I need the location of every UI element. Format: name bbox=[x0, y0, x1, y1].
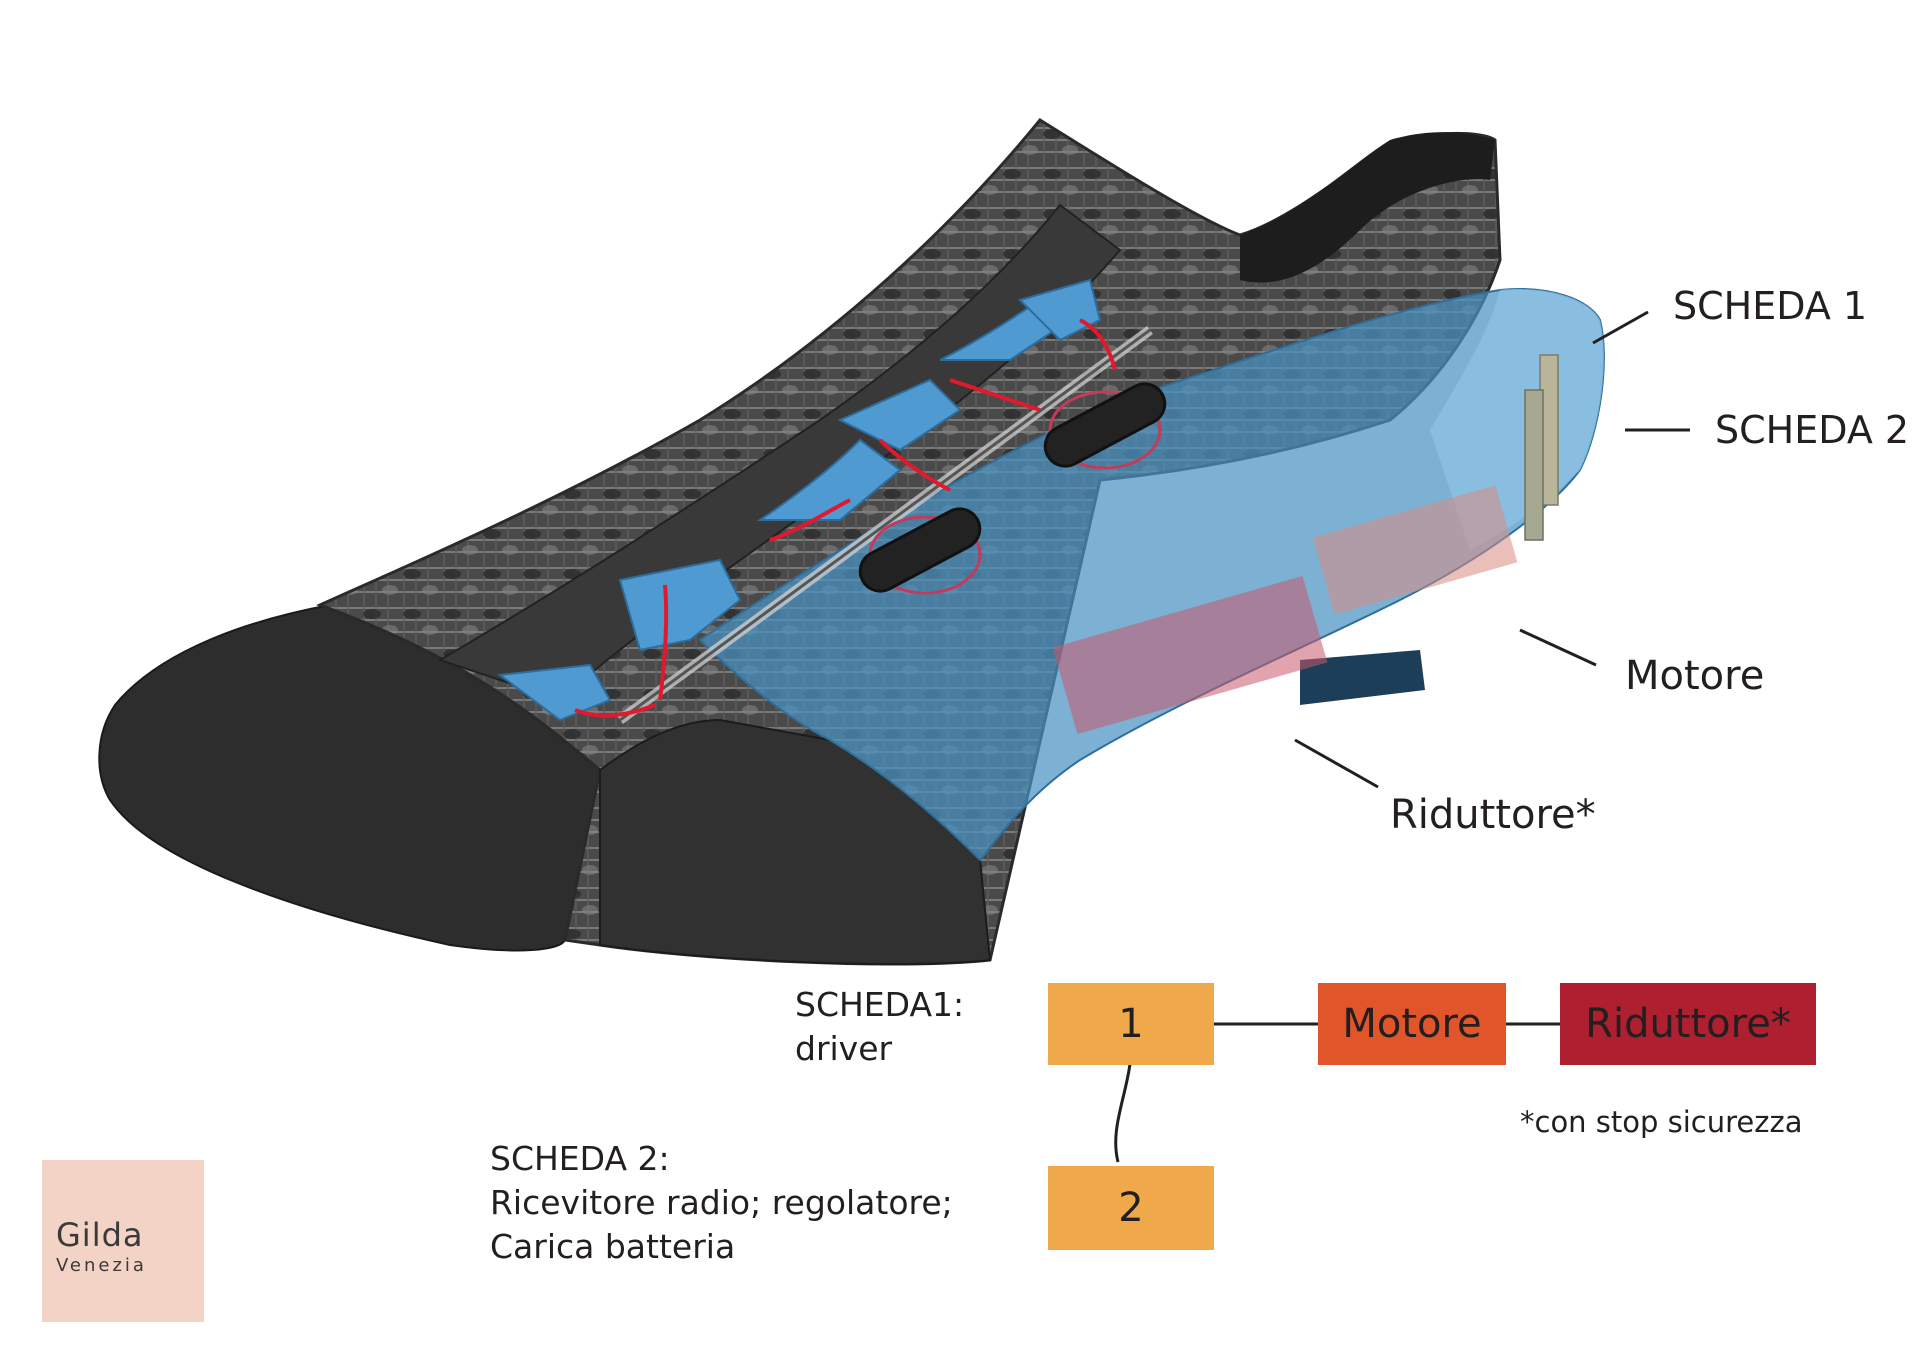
safety-note: *con stop sicurezza bbox=[1520, 1105, 1803, 1139]
logo-line-1: Gilda bbox=[56, 1216, 144, 1254]
block-connectors bbox=[1114, 1022, 1560, 1163]
gilda-venezia-logo: Gilda Venezia bbox=[42, 1160, 204, 1322]
scheda1-description: SCHEDA1: driver bbox=[795, 983, 964, 1071]
shoe-collar bbox=[1240, 132, 1495, 283]
scheda1-role: driver bbox=[795, 1029, 893, 1068]
tongue-panel bbox=[437, 203, 1122, 702]
lace-flaps bbox=[497, 278, 1102, 722]
scheda2-line-2: Carica batteria bbox=[490, 1227, 736, 1266]
logo-line-2: Venezia bbox=[56, 1255, 147, 1276]
heel-cup bbox=[1430, 289, 1604, 550]
callout-lines bbox=[1294, 310, 1690, 789]
block-scheda1: 1 bbox=[1048, 983, 1214, 1065]
scheda2-component bbox=[1524, 389, 1544, 541]
block-riduttore: Riduttore* bbox=[1560, 983, 1816, 1065]
scheda2-title: SCHEDA 2: bbox=[490, 1139, 670, 1178]
scheda1-title: SCHEDA1: bbox=[795, 985, 965, 1024]
block-motore: Motore bbox=[1318, 983, 1506, 1065]
dial-upper bbox=[1043, 382, 1167, 470]
callout-riduttore: Riduttore* bbox=[1390, 792, 1596, 838]
callout-scheda1: SCHEDA 1 bbox=[1673, 284, 1868, 328]
riduttore-component bbox=[1052, 575, 1328, 735]
sole-plate bbox=[1300, 650, 1425, 705]
callout-scheda2: SCHEDA 2 bbox=[1715, 408, 1910, 452]
motore-component bbox=[1312, 485, 1518, 615]
scheda2-line-1: Ricevitore radio; regolatore; bbox=[490, 1183, 953, 1222]
callout-motore: Motore bbox=[1625, 653, 1765, 699]
block-scheda2: 2 bbox=[1048, 1166, 1214, 1250]
scheda2-description: SCHEDA 2: Ricevitore radio; regolatore; … bbox=[490, 1137, 953, 1269]
dial-lower bbox=[858, 507, 982, 595]
red-laces bbox=[574, 318, 1117, 718]
